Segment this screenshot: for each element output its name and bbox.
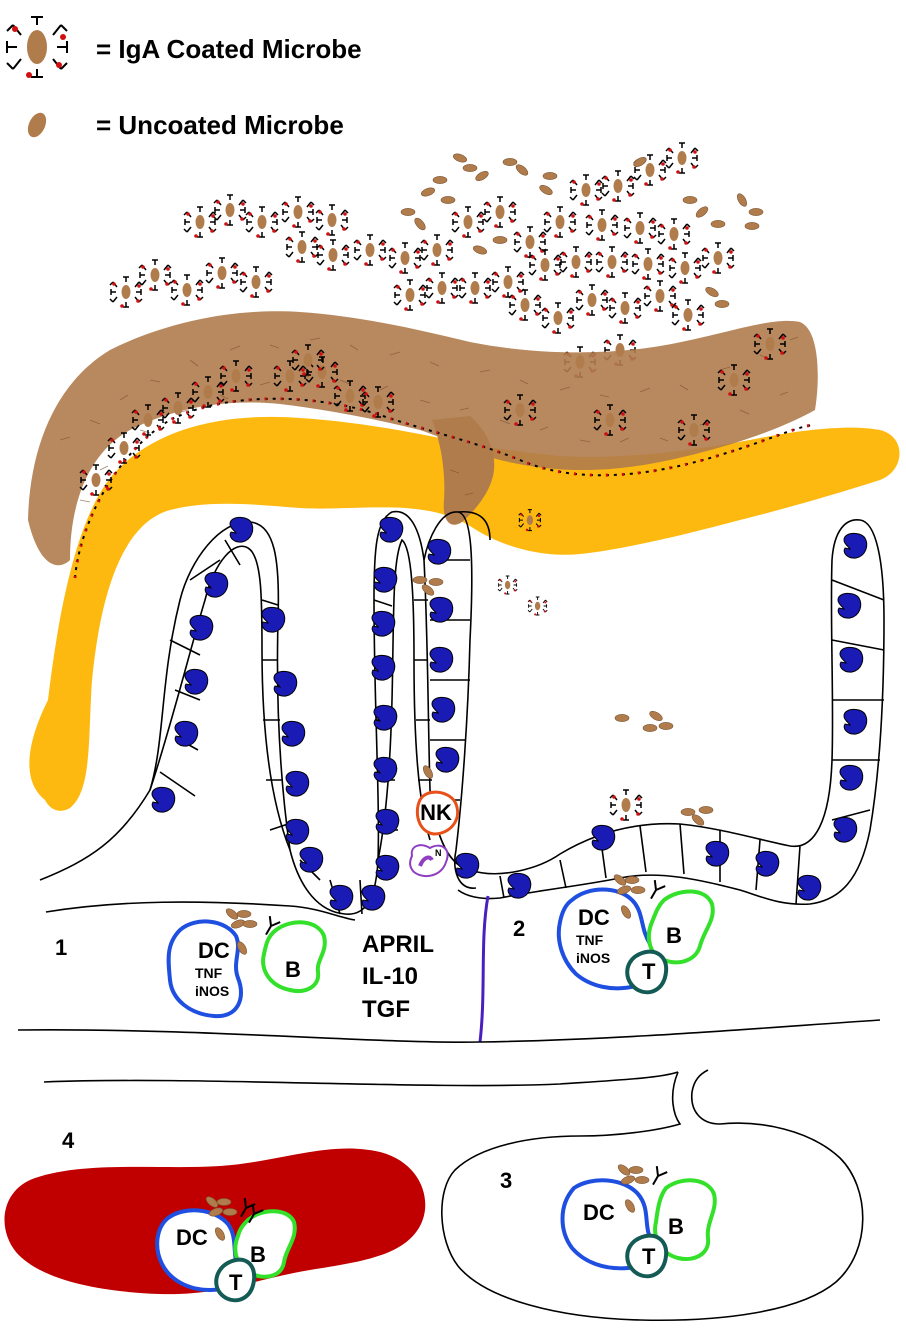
- legend-coated-label: = IgA Coated Microbe: [96, 34, 362, 64]
- b-1-label: B: [285, 957, 301, 982]
- region-2-cells: DC TNF iNOS B T: [559, 873, 713, 993]
- t-2-label: T: [642, 959, 656, 984]
- b-4-label: B: [250, 1242, 266, 1267]
- dc-2-inos: iNOS: [576, 950, 610, 966]
- lymph-node: [442, 1070, 863, 1320]
- cytokine-tgf: TGF: [362, 996, 410, 1023]
- legend: = IgA Coated Microbe = Uncoated Microbe: [7, 17, 362, 140]
- b-2-label: B: [666, 923, 682, 948]
- t-4-label: T: [229, 1270, 243, 1295]
- dc-3-label: DC: [583, 1200, 615, 1225]
- neutrophil-label: N: [435, 848, 442, 858]
- lymphatic-line: [44, 1072, 678, 1086]
- cytokine-april: APRIL: [362, 931, 434, 958]
- dc-2-tnf: TNF: [576, 932, 604, 948]
- cytokine-list: APRIL IL-10 TGF: [362, 931, 434, 1023]
- legend-uncoated-label: = Uncoated Microbe: [96, 110, 344, 140]
- region-3-label: 3: [500, 1168, 512, 1193]
- dc-4-label: DC: [176, 1225, 208, 1250]
- region-4-label: 4: [62, 1128, 75, 1153]
- lumen-uncoated-microbes: [401, 152, 763, 307]
- dc-1-label: DC: [198, 938, 230, 963]
- translocating-microbes: [413, 510, 713, 828]
- b-3-label: B: [668, 1214, 684, 1239]
- dc-1-inos: iNOS: [195, 983, 229, 999]
- region-1-label: 1: [55, 935, 67, 960]
- cytokine-il10: IL-10: [362, 963, 418, 990]
- dc-2-label: DC: [578, 905, 610, 930]
- lamina-boundary-line: [18, 1020, 880, 1042]
- region-1-cells: DC TNF iNOS B: [169, 907, 325, 1016]
- t-3-label: T: [642, 1244, 656, 1269]
- dc-1-tnf: TNF: [195, 965, 223, 981]
- neutrophil: [410, 845, 448, 876]
- nk-label: NK: [420, 800, 452, 825]
- uncoated-microbe-icon: [24, 110, 49, 140]
- lamina-line: [480, 896, 488, 1042]
- region-2-label: 2: [513, 916, 525, 941]
- iga-coated-microbe-icon: [7, 17, 67, 78]
